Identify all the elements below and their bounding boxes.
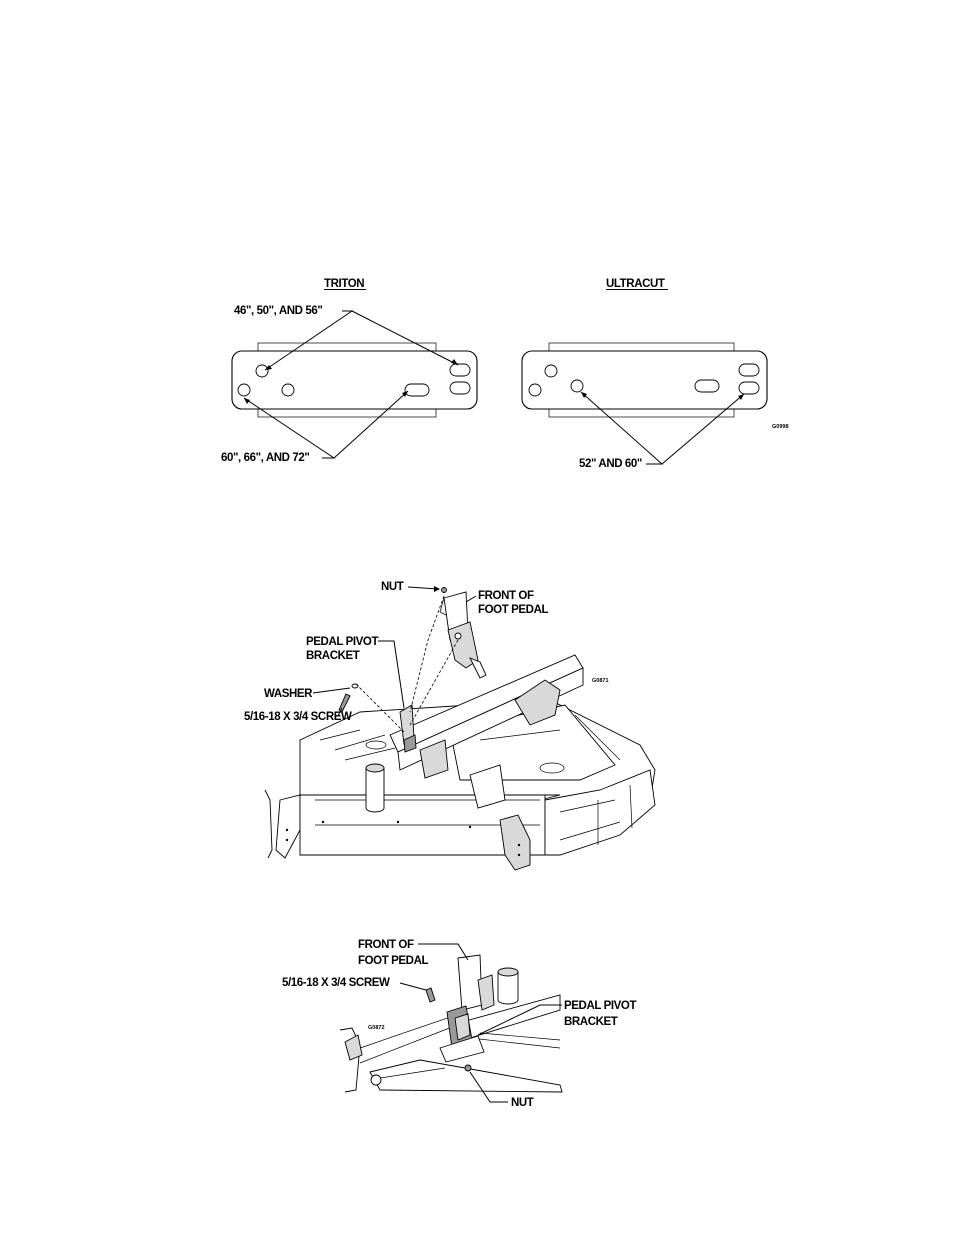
- assembly-line: [355, 683, 405, 733]
- fig2-nut-label: NUT: [381, 581, 404, 593]
- figure-deck-assembly: NUT FRONT OF FOOT PEDAL PEDAL PIVOT BRAC…: [244, 581, 656, 871]
- beam-clamp: [419, 739, 449, 779]
- screw-icon: [338, 693, 351, 713]
- deck-surface-line: [319, 729, 396, 761]
- ultracut-hole: [528, 383, 542, 397]
- ultracut-slot: [738, 381, 760, 395]
- fig2-washer-leader: [312, 687, 351, 694]
- triton-bottom-leader: [243, 390, 409, 459]
- pedal-edge: [439, 597, 447, 616]
- ultracut-plate-body: [521, 350, 768, 410]
- deck-spindle-tube: [365, 768, 385, 813]
- ultracut-leader: [580, 391, 745, 465]
- deck-skirt-line: [559, 784, 633, 845]
- figure2-code: G0871: [592, 678, 609, 684]
- triton-top-callout: 46", 50", AND 56": [234, 305, 322, 317]
- deck-left-bracket: [275, 794, 301, 859]
- figure3-code: G0872: [368, 1025, 385, 1031]
- fig3-bracket-label-line1: PEDAL PIVOT: [564, 1000, 636, 1012]
- fig3-front-label-line2: FOOT PEDAL: [358, 955, 428, 967]
- lower-cross-member: [369, 1059, 563, 1093]
- pedal-pivot-base: [403, 734, 417, 753]
- fig2-front-label-line1: FRONT OF: [478, 590, 534, 602]
- nut-icon: [441, 587, 447, 593]
- fig3-nut-label: NUT: [511, 1097, 534, 1109]
- ultracut-callout: 52" AND 60": [579, 458, 642, 470]
- ultracut-hole: [570, 379, 584, 393]
- bolt-hole: [468, 825, 472, 829]
- fig2-bracket-label-line2: BRACKET: [306, 650, 360, 662]
- figure1-code: G0998: [772, 424, 789, 430]
- triton-slot: [449, 381, 471, 395]
- fig3-nut-icon: [464, 1064, 472, 1072]
- ultracut-heading: ULTRACUT: [606, 278, 665, 290]
- bolt-hole: [285, 828, 289, 832]
- deck-plate-line: [479, 714, 621, 761]
- assembly-line: [409, 639, 459, 726]
- triton-top-leader: [264, 310, 459, 371]
- triton-plate-body: [231, 350, 478, 410]
- triton-slot: [404, 383, 430, 397]
- ultracut-slot: [694, 379, 720, 393]
- deck-spindle-top: [365, 763, 385, 773]
- fig3-front-leader: [418, 943, 469, 961]
- fig2-screw-leader: [337, 707, 343, 717]
- bolt-hole: [285, 838, 289, 842]
- spindle-cover: [365, 740, 387, 750]
- fig2-bracket-label-line1: PEDAL PIVOT: [306, 636, 378, 648]
- fig3-tube-top: [497, 967, 519, 977]
- beam-bracket: [514, 679, 561, 726]
- pivot-boss: [370, 1074, 382, 1086]
- frame-rail-line: [379, 1067, 446, 1079]
- fig2-front-label-line2: FOOT PEDAL: [478, 604, 548, 616]
- foot-pedal-exploded: [439, 591, 487, 679]
- foot-pedal-arm: [447, 621, 479, 669]
- foot-pedal-tip: [469, 657, 487, 679]
- fig3-bracket-label-line2: BRACKET: [564, 1016, 618, 1028]
- triton-bottom-callout: 60", 66", AND 72": [221, 452, 309, 464]
- fig3-pivot-plate: [454, 1013, 471, 1041]
- fig3-front-label-line1: FRONT OF: [358, 939, 414, 951]
- fig3-pivot-base: [439, 1035, 485, 1063]
- fig3-bracket-leader: [477, 1004, 562, 1036]
- fig3-pedal-side: [477, 974, 495, 1011]
- fig3-screw-label: 5/16-18 X 3/4 SCREW: [282, 977, 390, 989]
- frame-rail-line: [469, 1032, 561, 1049]
- deck-right-bracket: [499, 814, 531, 871]
- ultracut-slot: [738, 363, 760, 377]
- triton-hole: [281, 383, 295, 397]
- frame-left-bracket: [344, 1034, 363, 1061]
- fig2-nut-leader: [407, 586, 439, 590]
- deck-left-edge: [264, 789, 273, 859]
- ultracut-hole: [544, 364, 558, 378]
- triton-plate: [231, 342, 478, 418]
- figure-installed-pedal: FRONT OF FOOT PEDAL 5/16-18 X 3/4 SCREW …: [282, 939, 637, 1109]
- fig3-screw-leader: [399, 982, 427, 991]
- triton-hole: [237, 383, 251, 397]
- fig3-screw-icon: [425, 987, 436, 1003]
- fig3-tube: [497, 972, 519, 1005]
- triton-hole: [255, 364, 269, 378]
- fig2-front-leader: [465, 595, 477, 603]
- bolt-hole: [517, 843, 521, 847]
- fig2-screw-label: 5/16-18 X 3/4 SCREW: [244, 711, 352, 723]
- deck-side-skirt: [544, 769, 656, 856]
- arrow-icon: [434, 586, 440, 592]
- pedal-pivot-hole: [454, 632, 462, 640]
- bolt-hole: [396, 820, 400, 824]
- fig2-bracket-leader: [378, 640, 405, 709]
- assembly-line: [409, 595, 445, 713]
- figure-mounting-plates: TRITON ULTRACUT: [221, 278, 789, 470]
- deck-support-block: [469, 764, 506, 809]
- bolt-hole: [517, 853, 521, 857]
- fig3-nut-leader: [469, 1071, 508, 1103]
- bolt-hole: [321, 820, 325, 824]
- triton-heading: TRITON: [324, 278, 364, 290]
- spindle-cover: [539, 762, 565, 774]
- triton-slot: [449, 363, 471, 377]
- fig2-washer-label: WASHER: [264, 688, 313, 700]
